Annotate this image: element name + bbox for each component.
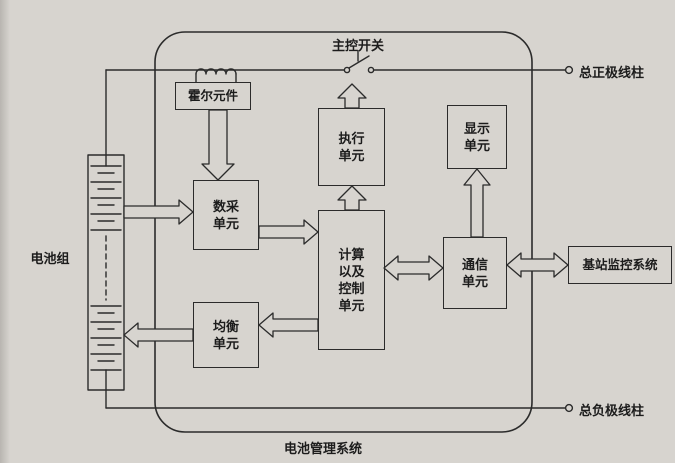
positive-terminal-dot [564,65,574,75]
negative-wire [105,369,566,409]
execution-unit-block: 执行 单元 [318,108,385,186]
arrow-calc-to-exec [337,185,367,211]
arrow-calc-comm-bidir [383,255,444,281]
arrow-daq-to-calc [258,219,319,245]
hall-sensor-block: 霍尔元件 [175,82,251,110]
positive-terminal-label: 总正极线柱 [579,65,645,80]
negative-terminal-label: 总负极线柱 [579,403,645,418]
arrow-battery-to-daq [123,199,194,225]
coil-icon [195,68,237,83]
base-station-monitoring-block: 基站监控系统 [568,246,672,284]
arrow-calc-to-balance [258,312,319,338]
main-switch-label: 主控开关 [331,38,384,53]
data-acquisition-unit-block: 数采 单元 [193,180,259,250]
arrow-comm-station-bidir [506,252,569,278]
battery-cells-bottom-icon [90,305,122,371]
balancing-unit-block: 均衡 单元 [193,302,259,368]
arrow-comm-to-display [463,168,491,238]
negative-terminal-dot [564,403,574,413]
arrow-hall-to-daq [201,109,235,181]
main-switch-icon [343,50,375,74]
battery-cells-top-icon [90,165,122,231]
arrow-balance-to-battery [123,322,194,348]
bms-caption-label: 电池管理系统 [283,441,362,456]
bms-boundary [154,31,533,433]
display-unit-block: 显示 单元 [447,105,507,169]
battery-pack-label: 电池组 [30,251,70,266]
arrow-exec-to-switch [337,83,367,109]
communication-unit-block: 通信 单元 [443,237,507,309]
calc-control-unit-block: 计算 以及 控制 单元 [318,210,385,350]
